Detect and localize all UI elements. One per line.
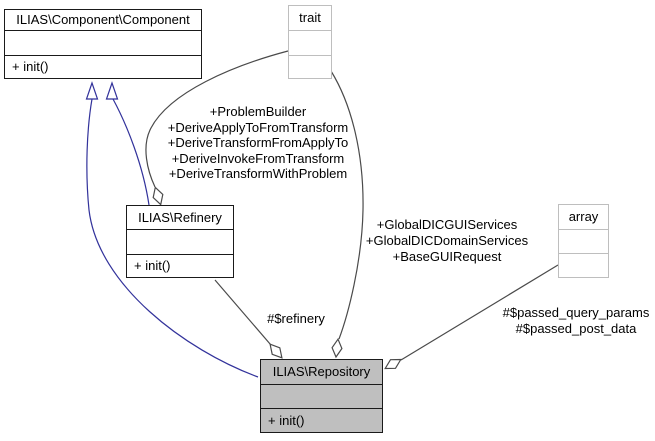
class-title-trait: trait	[299, 10, 321, 25]
edge-label-trait-to-repository: +GlobalDICGUIServices +GlobalDICDomainSe…	[357, 217, 537, 265]
aggregation-diamond-repository-topleft	[269, 343, 283, 359]
class-attributes-repository-empty	[261, 384, 382, 408]
inheritance-edge-repository-to-component	[86, 98, 259, 378]
class-node-array: array	[558, 204, 609, 278]
class-node-repository: ILIAS\Repository + init()	[260, 359, 383, 433]
aggregation-diamond-repository-topright	[384, 358, 402, 370]
inheritance-edge-refinery-to-component	[112, 98, 150, 206]
edge-label-line: #$passed_post_data	[515, 321, 637, 336]
edge-label-line: #$passed_query_params	[502, 305, 650, 320]
class-method-component: + init()	[5, 55, 201, 78]
aggregation-diamond-refinery-top	[152, 186, 164, 206]
member-edge-trait-to-refinery	[145, 50, 289, 188]
member-edge-refinery-to-repository	[214, 279, 271, 345]
class-title-component: ILIAS\Component\Component	[16, 12, 190, 27]
class-node-component[interactable]: ILIAS\Component\Component + init()	[4, 9, 202, 79]
class-attributes-refinery-empty	[127, 229, 233, 254]
class-title-refinery: ILIAS\Refinery	[138, 210, 222, 225]
class-title-repository: ILIAS\Repository	[272, 364, 371, 379]
class-methods-array-empty	[559, 253, 608, 277]
inheritance-arrowhead-refinery-edge	[105, 81, 119, 100]
edge-label-line: +GlobalDICGUIServices	[376, 217, 518, 232]
class-node-refinery[interactable]: ILIAS\Refinery + init()	[126, 205, 234, 278]
member-edge-trait-to-repository	[330, 70, 364, 340]
edge-label-line: +DeriveTransformWithProblem	[168, 166, 348, 181]
edge-label-line: +DeriveTransformFromApplyTo	[167, 135, 349, 150]
edge-label-array-to-repository: #$passed_query_params #$passed_post_data	[493, 305, 655, 337]
edge-label-refinery-to-repository: #$refinery	[251, 311, 341, 326]
class-method-repository: + init()	[261, 408, 382, 432]
edge-label-trait-to-refinery: +ProblemBuilder +DeriveApplyToFromTransf…	[158, 104, 358, 182]
class-node-trait: trait	[288, 5, 332, 79]
edge-label-line: +DeriveInvokeFromTransform	[171, 150, 345, 166]
class-attributes-component-empty	[5, 30, 201, 55]
class-attributes-array-empty	[559, 229, 608, 253]
edge-label-line: +BaseGUIRequest	[392, 249, 502, 264]
member-edge-array-to-repository	[400, 264, 559, 361]
aggregation-diamond-repository-topmid	[331, 337, 343, 359]
class-method-refinery: + init()	[127, 254, 233, 277]
class-methods-trait-empty	[289, 55, 331, 78]
class-title-array: array	[568, 209, 599, 224]
inheritance-arrowhead-repository-edge	[85, 81, 99, 100]
edge-label-line: +ProblemBuilder	[209, 104, 307, 119]
edge-label-line: +GlobalDICDomainServices	[365, 233, 529, 248]
edge-label-line: +DeriveApplyToFromTransform	[167, 119, 349, 135]
edge-label-line: #$refinery	[267, 311, 325, 326]
class-attributes-trait-empty	[289, 30, 331, 55]
